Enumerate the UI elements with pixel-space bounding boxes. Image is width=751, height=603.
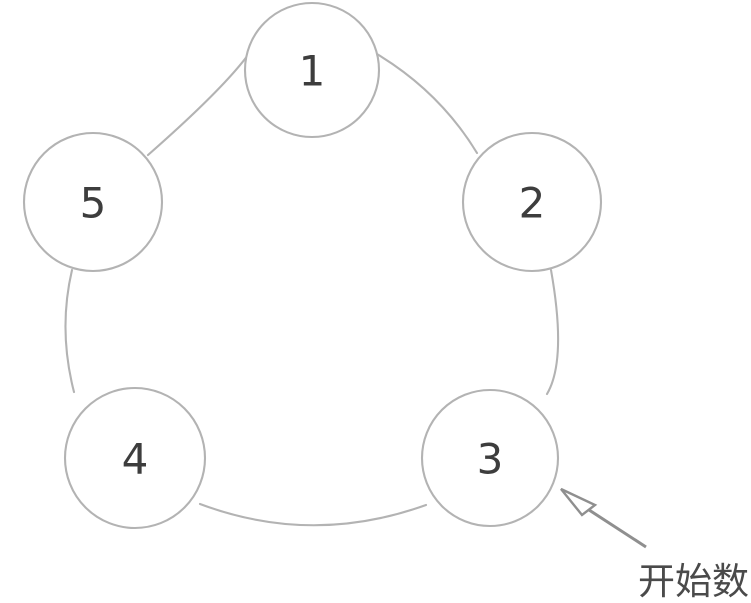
start-count-label: 开始数	[638, 560, 749, 603]
node-5-label: 5	[80, 179, 107, 228]
arrow-head-icon	[560, 487, 598, 517]
node-group: 1 2 3 4 5	[22, 1, 603, 530]
link-5-to-1	[146, 53, 250, 157]
node-2-label: 2	[519, 179, 546, 228]
link-group	[64, 52, 560, 527]
node-3[interactable]: 3	[420, 388, 560, 528]
arrow-shaft-icon	[585, 506, 647, 549]
node-2-circle[interactable]	[461, 131, 603, 273]
node-5[interactable]: 5	[22, 131, 164, 273]
link-2-to-3	[545, 268, 560, 396]
link-4-to-5	[64, 268, 76, 394]
node-1[interactable]: 1	[243, 1, 381, 139]
node-4[interactable]: 4	[63, 386, 207, 530]
node-2[interactable]: 2	[461, 131, 603, 273]
node-1-circle[interactable]	[243, 1, 381, 139]
node-4-circle[interactable]	[63, 386, 207, 530]
link-3-to-4	[198, 502, 428, 527]
node-5-circle[interactable]	[22, 131, 164, 273]
node-1-label: 1	[299, 47, 326, 96]
node-3-circle[interactable]	[420, 388, 560, 528]
link-1-to-2	[375, 52, 479, 155]
node-3-label: 3	[477, 435, 504, 484]
start-pointer-group	[560, 487, 647, 549]
node-4-label: 4	[122, 435, 149, 484]
